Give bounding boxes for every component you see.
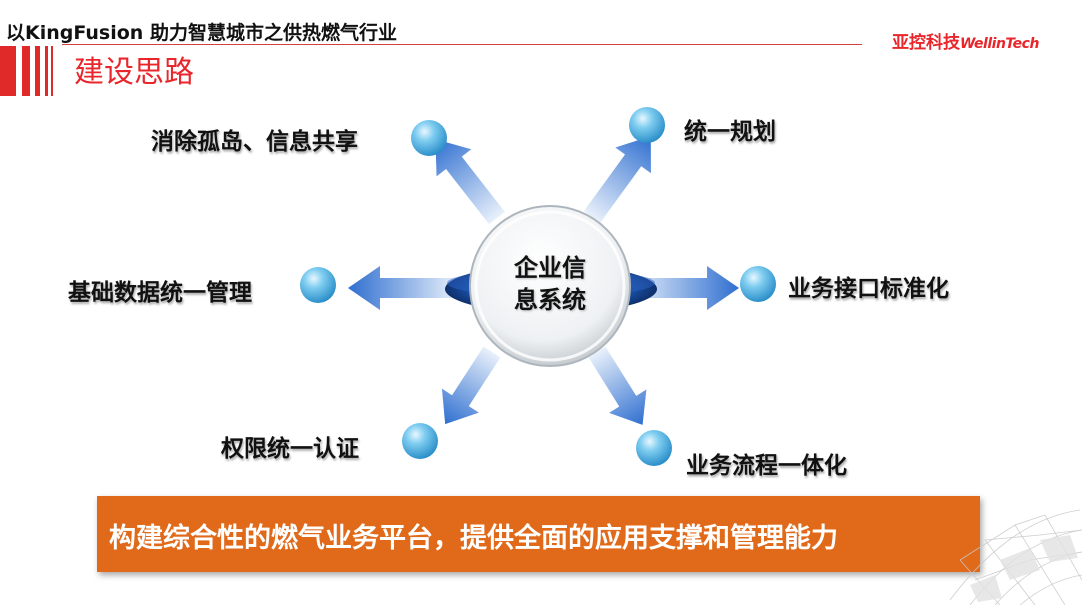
arrow-upper-left <box>435 139 505 225</box>
header-title: 以KingFusion 助力智慧城市之供热燃气行业 <box>6 22 397 44</box>
node-label-auth: 权限统一认证 <box>221 436 359 462</box>
arrow-lower-left <box>441 346 501 425</box>
brand-en: WellinTech <box>960 36 1039 52</box>
node-sphere <box>300 267 336 303</box>
hub-circle <box>469 205 631 367</box>
node-sphere <box>402 423 438 459</box>
brand-logo: 亚控科技WellinTech <box>892 28 1039 53</box>
arrow-left <box>348 266 458 310</box>
node-sphere <box>636 430 672 466</box>
node-label-master-data: 基础数据统一管理 <box>68 280 252 306</box>
section-title: 建设思路 <box>74 55 194 90</box>
hub-label-line1: 企业信 <box>514 254 586 282</box>
arrow-right <box>629 266 739 310</box>
node-label-interface: 业务接口标准化 <box>788 276 949 302</box>
summary-banner: 构建综合性的燃气业务平台，提供全面的应用支撑和管理能力 <box>97 496 980 572</box>
node-sphere <box>411 120 447 156</box>
node-label-planning: 统一规划 <box>684 119 776 145</box>
node-sphere <box>740 266 776 302</box>
node-sphere <box>629 107 665 143</box>
summary-banner-text: 构建综合性的燃气业务平台，提供全面的应用支撑和管理能力 <box>109 523 838 554</box>
brand-cn: 亚控科技 <box>892 33 960 53</box>
hub-label-line2: 息系统 <box>514 286 586 314</box>
hub-label: 企业信 息系统 <box>496 252 604 316</box>
arrow-upper-right <box>583 136 651 223</box>
arrow-lower-right <box>588 346 647 425</box>
node-label-workflow: 业务流程一体化 <box>686 453 847 479</box>
node-label-isolation: 消除孤岛、信息共享 <box>151 129 358 155</box>
decorative-stripes <box>0 46 54 96</box>
globe-mesh-decoration <box>949 509 1082 605</box>
header-divider <box>62 44 862 45</box>
